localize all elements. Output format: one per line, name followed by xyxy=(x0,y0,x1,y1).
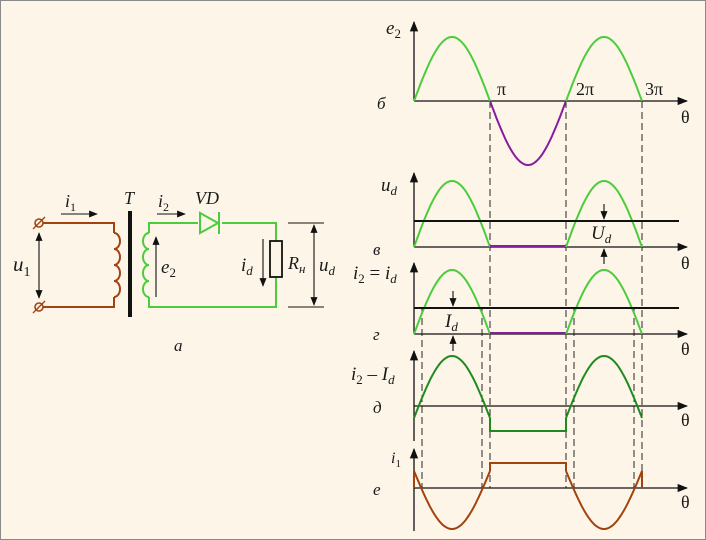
i2-label: i2 xyxy=(158,191,169,214)
id-level-label: Id xyxy=(444,311,458,334)
theta-label-b: θ xyxy=(681,107,690,127)
i1-halfwave-2 xyxy=(565,470,643,531)
secondary-wire-top xyxy=(148,222,198,233)
ac-component-halfwave-2 xyxy=(565,354,643,419)
tick-label-3pi: 3π xyxy=(645,79,663,99)
input-terminal-bottom xyxy=(32,300,46,314)
load-resistor-label: Rн xyxy=(287,253,305,276)
theta-label-v: θ xyxy=(681,253,690,273)
primary-wire-top xyxy=(43,222,115,233)
ylabel-e: i1 xyxy=(391,450,401,470)
secondary-winding xyxy=(142,232,150,298)
circuit-diagram: u1 i1 T VD i2 e2 Rн id ud xyxy=(13,188,336,355)
ud-level-label: Ud xyxy=(591,223,612,246)
circuit-caption: а xyxy=(174,336,183,355)
e2-positive-halfwave-1 xyxy=(413,35,491,102)
e2-negative-halfwave xyxy=(489,100,567,167)
ac-component-halfwave-1 xyxy=(413,354,491,419)
diode-label: VD xyxy=(195,188,219,208)
ac-component-negative-interval xyxy=(489,418,567,432)
secondary-wire-bottom xyxy=(148,277,277,308)
e2-label: e2 xyxy=(161,257,176,280)
theta-label-g: θ xyxy=(681,339,690,359)
load-resistor xyxy=(269,240,283,278)
primary-winding xyxy=(113,232,121,298)
ylabel-g: i2 = id xyxy=(353,263,397,286)
i1-halfwave-1 xyxy=(413,470,491,531)
ylabel-d: i2 – Id xyxy=(351,364,395,387)
id-label: id xyxy=(241,255,253,278)
u1-label: u1 xyxy=(13,252,31,280)
theta-label-e: θ xyxy=(681,492,690,512)
waveform-graphs: Ud Id π 2π 3π θ θ θ θ θ e2 ud i2 = id i2… xyxy=(351,18,690,531)
ud-halfwave-2 xyxy=(565,179,643,248)
input-terminal-top xyxy=(32,216,46,230)
diode-vd xyxy=(199,211,221,235)
primary-wire-bottom xyxy=(43,297,115,308)
ylabel-b: e2 xyxy=(386,18,401,41)
i1-positive-interval xyxy=(489,462,567,471)
tick-label-2pi: 2π xyxy=(576,79,594,99)
id-halfwave-2 xyxy=(565,268,643,335)
id-halfwave-1 xyxy=(413,268,491,335)
panel-letter-d: д xyxy=(373,398,382,417)
ud-halfwave-1 xyxy=(413,179,491,248)
secondary-wire-right xyxy=(222,222,277,241)
panel-letter-e: е xyxy=(373,480,381,499)
i1-label: i1 xyxy=(65,191,76,214)
theta-label-d: θ xyxy=(681,410,690,430)
panel-letter-v: в xyxy=(373,240,381,259)
panel-letter-g: г xyxy=(373,325,380,344)
ud-label: ud xyxy=(319,255,336,278)
e2-positive-halfwave-2 xyxy=(565,35,643,102)
panel-letter-b: б xyxy=(377,94,386,113)
tick-label-pi: π xyxy=(497,79,506,99)
ylabel-v: ud xyxy=(381,175,398,198)
transformer-label: T xyxy=(124,188,136,208)
